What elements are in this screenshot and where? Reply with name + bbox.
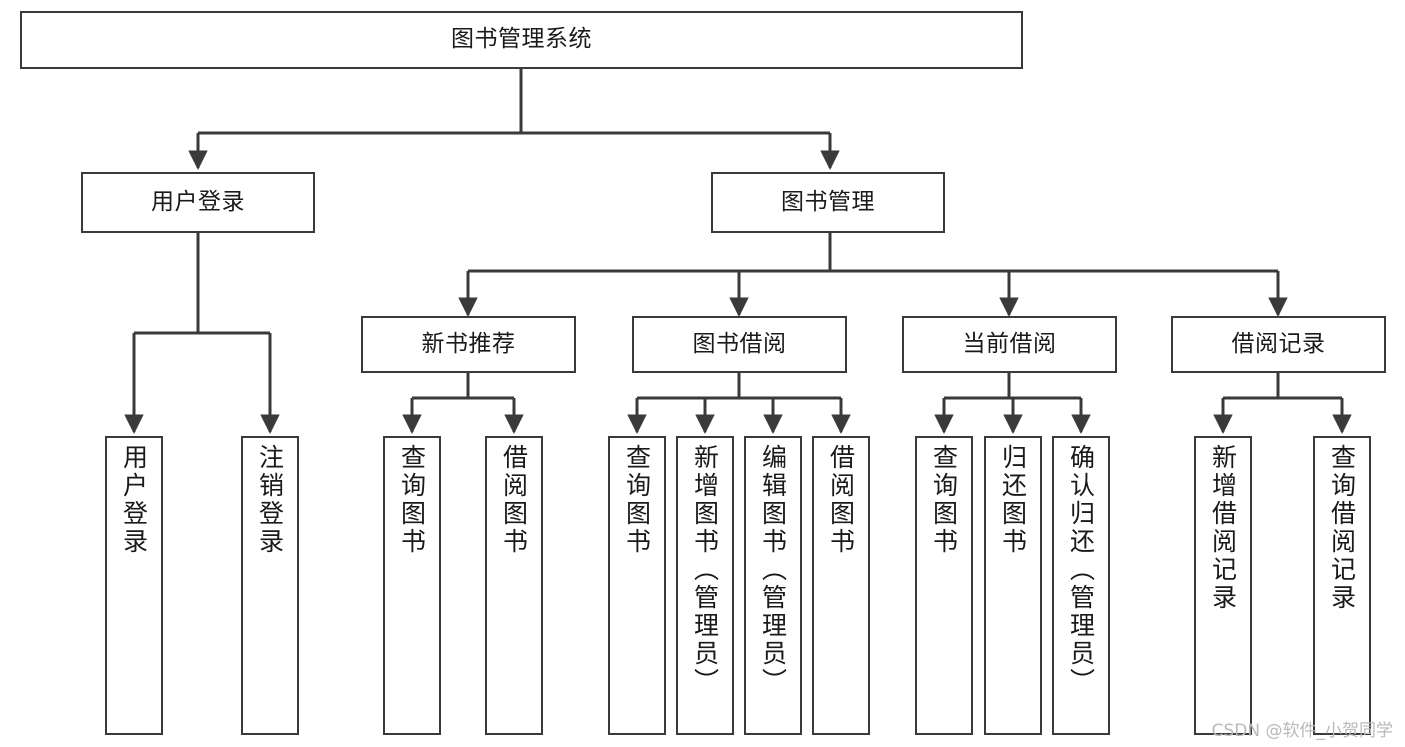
node-user-login[interactable]: 用户登录 (81, 172, 315, 233)
csdn-watermark: CSDN @软件_小贺同学 (1211, 721, 1393, 741)
node-label: 当前借阅 (962, 330, 1057, 357)
leaf-borrow-book-newrec[interactable]: 借阅图书 (485, 436, 543, 735)
leaf-borrow-book[interactable]: 借阅图书 (812, 436, 870, 735)
node-label: 查询图书 (397, 444, 427, 556)
node-label: 确认归还（管理员） (1066, 444, 1096, 696)
node-label: 新增图书（管理员） (690, 444, 720, 696)
leaf-add-book-admin[interactable]: 新增图书（管理员） (676, 436, 734, 735)
leaf-user-login[interactable]: 用户登录 (105, 436, 163, 735)
node-label: 查询图书 (929, 444, 959, 556)
leaf-add-borrow-record[interactable]: 新增借阅记录 (1194, 436, 1252, 735)
node-label: 归还图书 (998, 444, 1028, 556)
node-label: 图书管理 (781, 188, 875, 215)
edge-new-book-rec-to-leaves (402, 372, 524, 434)
node-label: 借阅图书 (826, 444, 856, 556)
node-label: 用户登录 (151, 188, 245, 215)
node-label: 借阅记录 (1231, 330, 1326, 357)
leaf-return-book[interactable]: 归还图书 (984, 436, 1042, 735)
leaf-query-book-newrec[interactable]: 查询图书 (383, 436, 441, 735)
node-label: 编辑图书（管理员） (758, 444, 788, 696)
node-current-borrow[interactable]: 当前借阅 (902, 316, 1117, 373)
node-label: 新书推荐 (421, 330, 516, 357)
edge-borrow-record-to-leaves (1213, 372, 1352, 434)
leaf-query-borrow-record[interactable]: 查询借阅记录 (1313, 436, 1371, 735)
leaf-query-book-borrow[interactable]: 查询图书 (608, 436, 666, 735)
edge-book-mgmt-to-level3 (458, 233, 1288, 317)
node-book-management[interactable]: 图书管理 (711, 172, 945, 233)
edge-current-borrow-to-leaves (934, 372, 1091, 434)
node-label: 用户登录 (119, 444, 149, 556)
node-label: 查询借阅记录 (1327, 444, 1357, 612)
node-root-system[interactable]: 图书管理系统 (20, 11, 1023, 69)
leaf-query-book-current[interactable]: 查询图书 (915, 436, 973, 735)
node-new-book-recommendation[interactable]: 新书推荐 (361, 316, 576, 373)
edge-user-login-to-leaves (124, 233, 280, 434)
leaf-logout[interactable]: 注销登录 (241, 436, 299, 735)
node-label: 新增借阅记录 (1208, 444, 1238, 612)
leaf-edit-book-admin[interactable]: 编辑图书（管理员） (744, 436, 802, 735)
edge-root-to-level2 (188, 69, 840, 170)
node-label: 查询图书 (622, 444, 652, 556)
edge-book-borrow-to-leaves (627, 372, 851, 434)
node-label: 注销登录 (255, 444, 285, 556)
leaf-confirm-return-admin[interactable]: 确认归还（管理员） (1052, 436, 1110, 735)
node-label: 图书管理系统 (451, 26, 592, 53)
node-borrow-record[interactable]: 借阅记录 (1171, 316, 1386, 373)
node-label: 借阅图书 (499, 444, 529, 556)
node-book-borrow[interactable]: 图书借阅 (632, 316, 847, 373)
node-label: 图书借阅 (692, 330, 787, 357)
